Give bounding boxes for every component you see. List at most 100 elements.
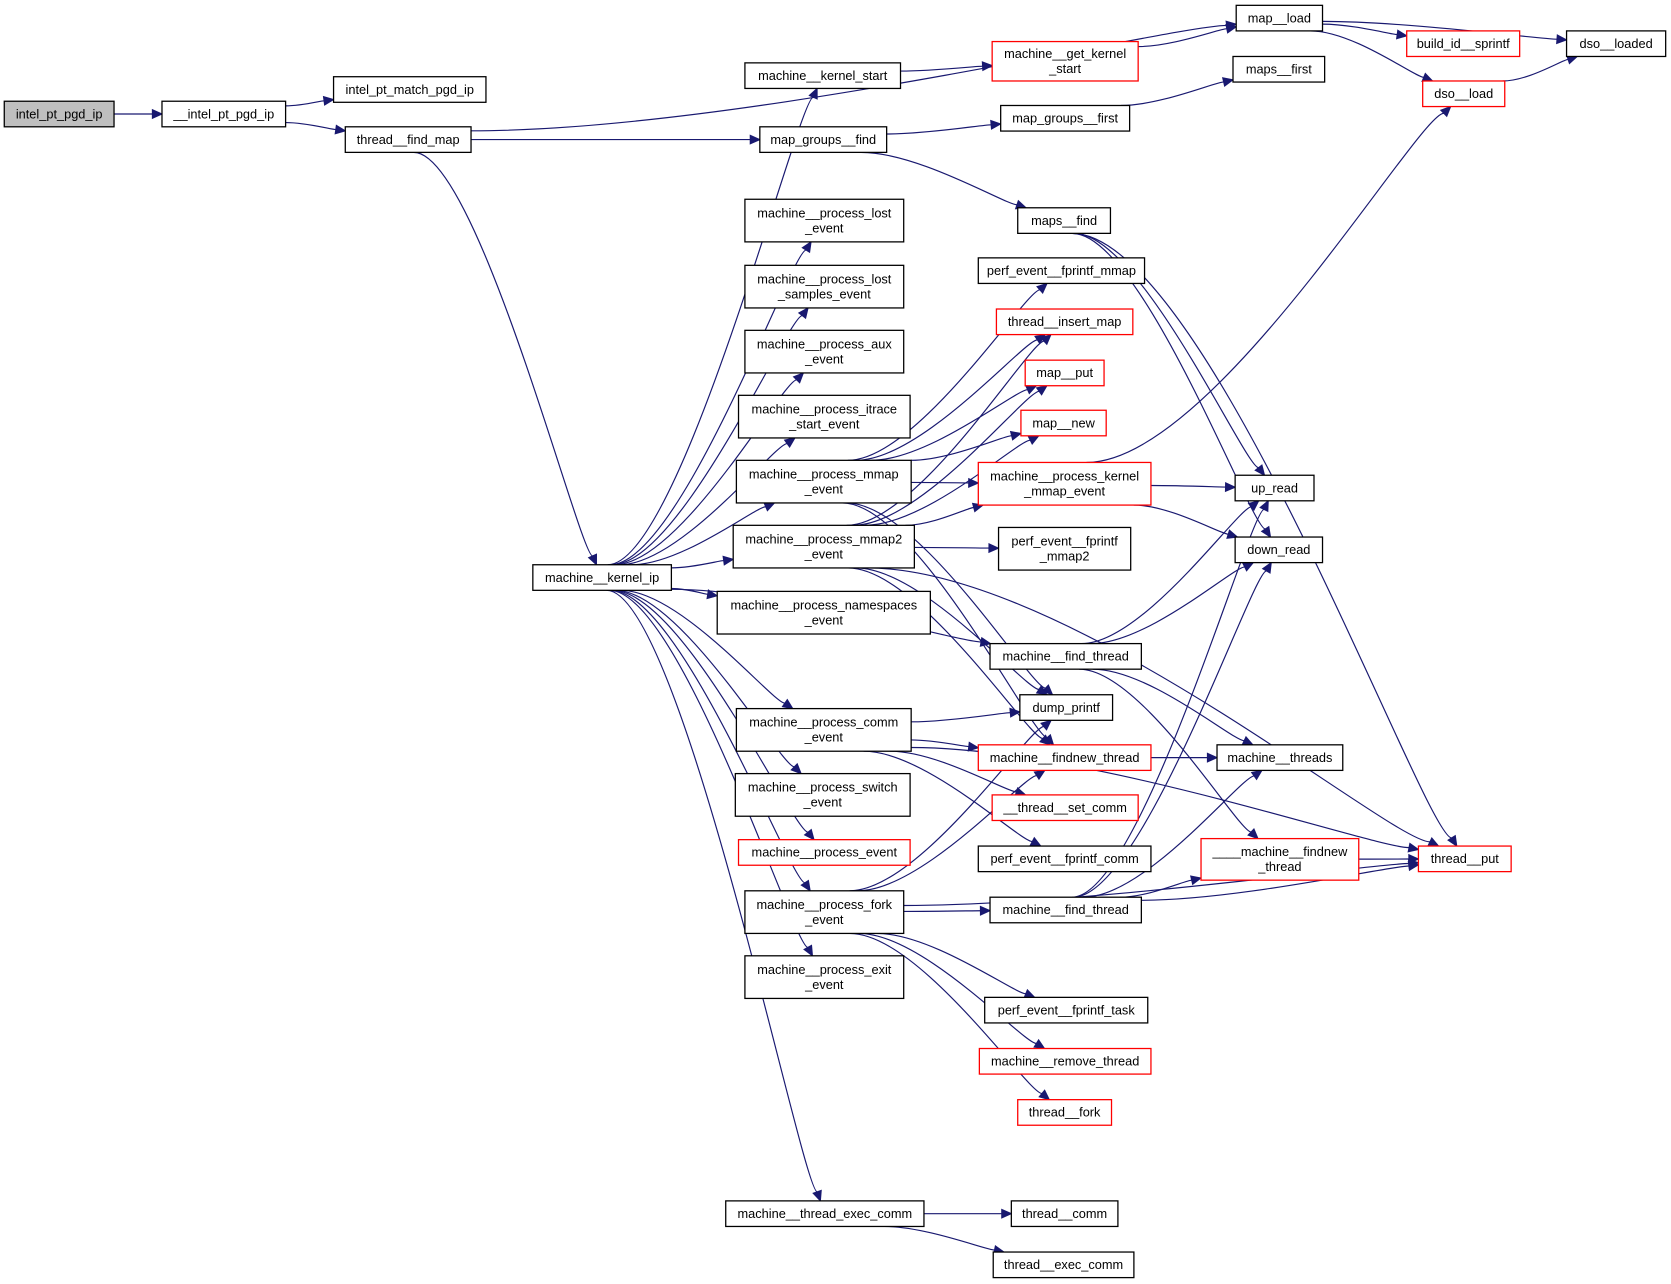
node-map-groups--find[interactable]: map_groups__find: [759, 126, 888, 154]
node-dump-printf[interactable]: dump_printf: [1019, 694, 1114, 721]
node-machine--find-thread-b[interactable]: machine__find_thread: [989, 896, 1142, 924]
node-machine--process-mmap2-event[interactable]: machine__process_mmap2_event: [732, 524, 916, 569]
node-machine--get-kernel-start[interactable]: machine__get_kernel_start: [991, 40, 1139, 82]
node-machine--process-mmap-event[interactable]: machine__process_mmap_event: [735, 459, 912, 504]
node-box[interactable]: [1235, 4, 1324, 32]
node-box[interactable]: [1020, 409, 1107, 437]
node-box[interactable]: [1019, 694, 1114, 721]
node-box[interactable]: [989, 642, 1142, 670]
node-down-read[interactable]: down_read: [1234, 536, 1324, 564]
node-box[interactable]: [737, 839, 911, 866]
node-box[interactable]: [1216, 744, 1344, 772]
node-box[interactable]: [1417, 845, 1512, 873]
node-thread--exec-comm[interactable]: thread__exec_comm: [992, 1251, 1135, 1279]
node-box[interactable]: [744, 264, 905, 309]
node-box[interactable]: [1200, 837, 1360, 881]
node-build-id--sprintf[interactable]: build_id__sprintf: [1406, 30, 1521, 58]
node-box[interactable]: [744, 890, 905, 935]
node-machine--process-exit-event[interactable]: machine__process_exit_event: [744, 955, 905, 1000]
node-dso--loaded[interactable]: dso__loaded: [1565, 30, 1667, 58]
node-box[interactable]: [1234, 474, 1315, 502]
node-machine--process-lost-samples-event[interactable]: machine__process_lost_samples_event: [744, 264, 905, 309]
node-box[interactable]: [992, 1251, 1135, 1279]
node-box[interactable]: [744, 955, 905, 1000]
node-machine--threads[interactable]: machine__threads: [1216, 744, 1344, 772]
node-thread--insert-map[interactable]: thread__insert_map: [995, 308, 1134, 336]
node-machine--process-itrace-start-event[interactable]: machine__process_itrace_start_event: [737, 394, 911, 439]
node-thread--fork[interactable]: thread__fork: [1017, 1099, 1113, 1126]
node-box[interactable]: [984, 996, 1149, 1024]
node-box[interactable]: [161, 100, 287, 128]
node-box[interactable]: [1024, 359, 1105, 387]
node-box[interactable]: [744, 198, 905, 243]
node-box[interactable]: [1234, 536, 1324, 564]
node-machine--process-lost-event[interactable]: machine__process_lost_event: [744, 198, 905, 243]
node-intel-pt-pgd-ip[interactable]: intel_pt_pgd_ip: [3, 100, 115, 128]
node-intel-pt-pgd-ip[interactable]: __intel_pt_pgd_ip: [161, 100, 287, 128]
node-maps--first[interactable]: maps__first: [1232, 55, 1326, 83]
node-box[interactable]: [997, 526, 1132, 571]
node-map--new[interactable]: map__new: [1020, 409, 1107, 437]
node-machine--process-switch-event[interactable]: machine__process_switch_event: [734, 772, 911, 817]
node-box[interactable]: [744, 62, 902, 90]
node-box[interactable]: [978, 1047, 1152, 1075]
node-machine--process-kernel-mmap-event[interactable]: machine__process_kernel_mmap_event: [977, 461, 1152, 506]
node-thread--set-comm[interactable]: __thread__set_comm: [991, 794, 1139, 822]
node-box[interactable]: [977, 845, 1152, 873]
node-machine--findnew-thread[interactable]: ____machine__findnew_thread: [1200, 837, 1360, 881]
node-machine--findnew-thread[interactable]: machine__findnew_thread: [977, 744, 1152, 772]
node-box[interactable]: [1010, 1200, 1119, 1228]
node-up-read[interactable]: up_read: [1234, 474, 1315, 502]
node-machine--remove-thread[interactable]: machine__remove_thread: [978, 1047, 1152, 1075]
node-box[interactable]: [1406, 30, 1521, 58]
node-box[interactable]: [977, 461, 1152, 506]
node-machine--process-comm-event[interactable]: machine__process_comm_event: [735, 707, 912, 752]
node-box[interactable]: [991, 40, 1139, 82]
node-box[interactable]: [725, 1200, 925, 1228]
node-box[interactable]: [995, 308, 1134, 336]
node-machine--process-fork-event[interactable]: machine__process_fork_event: [744, 890, 905, 935]
node-box[interactable]: [332, 76, 487, 103]
node-box[interactable]: [735, 459, 912, 504]
node-perf-event--fprintf-comm[interactable]: perf_event__fprintf_comm: [977, 845, 1152, 873]
node-thread--put[interactable]: thread__put: [1417, 845, 1512, 873]
node-machine--thread-exec-comm[interactable]: machine__thread_exec_comm: [725, 1200, 925, 1228]
node-map--load[interactable]: map__load: [1235, 4, 1324, 32]
node-machine--find-thread-a[interactable]: machine__find_thread: [989, 642, 1142, 670]
node-box[interactable]: [1000, 104, 1131, 132]
node-box[interactable]: [734, 772, 911, 817]
node-box[interactable]: [737, 394, 911, 439]
node-box[interactable]: [532, 564, 673, 591]
node-box[interactable]: [1565, 30, 1667, 58]
node-box[interactable]: [1017, 207, 1112, 234]
node-machine--process-event[interactable]: machine__process_event: [737, 839, 911, 866]
node-box[interactable]: [977, 257, 1146, 285]
node-box[interactable]: [989, 896, 1142, 924]
node-machine--kernel-ip[interactable]: machine__kernel_ip: [532, 564, 673, 591]
node-map-groups--first[interactable]: map_groups__first: [1000, 104, 1131, 132]
node-intel-pt-match-pgd-ip[interactable]: intel_pt_match_pgd_ip: [332, 76, 487, 103]
node-box[interactable]: [1232, 55, 1326, 83]
node-box[interactable]: [344, 126, 472, 154]
node-perf-event--fprintf-task[interactable]: perf_event__fprintf_task: [984, 996, 1149, 1024]
node-maps--find[interactable]: maps__find: [1017, 207, 1112, 234]
node-machine--kernel-start[interactable]: machine__kernel_start: [744, 62, 902, 90]
node-box[interactable]: [759, 126, 888, 154]
node-box[interactable]: [991, 794, 1139, 822]
node-machine--process-namespaces-event[interactable]: machine__process_namespaces_event: [716, 590, 931, 635]
node-dso--load[interactable]: dso__load: [1422, 80, 1506, 108]
node-perf-event--fprintf-mmap2[interactable]: perf_event__fprintf_mmap2: [997, 526, 1132, 571]
node-box[interactable]: [732, 524, 916, 569]
node-box[interactable]: [735, 707, 912, 752]
node-box[interactable]: [3, 100, 115, 128]
node-thread--find-map[interactable]: thread__find_map: [344, 126, 472, 154]
node-box[interactable]: [1422, 80, 1506, 108]
node-box[interactable]: [977, 744, 1152, 772]
node-thread--comm[interactable]: thread__comm: [1010, 1200, 1119, 1228]
node-machine--process-aux-event[interactable]: machine__process_aux_event: [744, 329, 905, 374]
node-box[interactable]: [1017, 1099, 1113, 1126]
node-box[interactable]: [744, 329, 905, 374]
node-perf-event--fprintf-mmap[interactable]: perf_event__fprintf_mmap: [977, 257, 1146, 285]
node-map--put[interactable]: map__put: [1024, 359, 1105, 387]
node-box[interactable]: [716, 590, 931, 635]
